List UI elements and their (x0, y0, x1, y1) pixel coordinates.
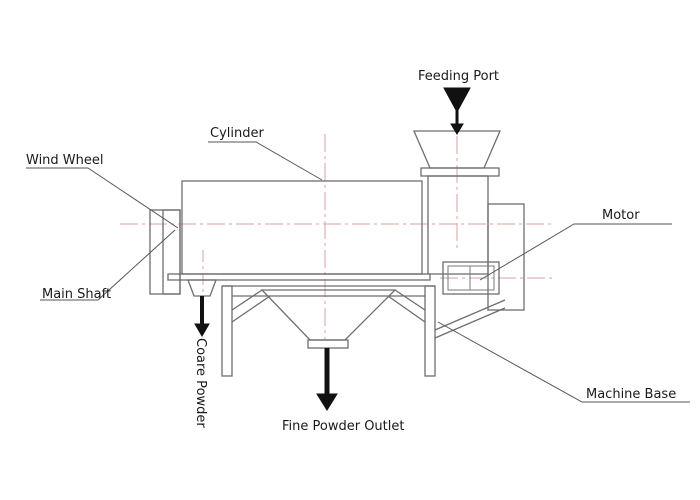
coarse-powder-arrow (194, 296, 210, 337)
machine-base-frame (167, 273, 506, 377)
label-machine-base: Machine Base (586, 387, 676, 402)
leader-lines (26, 141, 690, 403)
label-fine-powder-outlet: Fine Powder Outlet (282, 419, 404, 434)
label-cylinder: Cylinder (210, 126, 264, 141)
label-main-shaft: Main Shaft (42, 287, 111, 302)
label-wind-wheel: Wind Wheel (26, 153, 104, 168)
motor-assembly (442, 203, 525, 311)
label-motor: Motor (602, 208, 640, 223)
wind-wheel-housing (149, 209, 181, 295)
feed-arrow (443, 87, 471, 135)
center-lines (120, 134, 552, 340)
cylinder-body (181, 180, 423, 275)
fine-powder-arrow (316, 348, 338, 411)
label-feeding-port: Feeding Port (418, 69, 499, 84)
label-coarse-powder: Coare Powder (193, 338, 208, 428)
